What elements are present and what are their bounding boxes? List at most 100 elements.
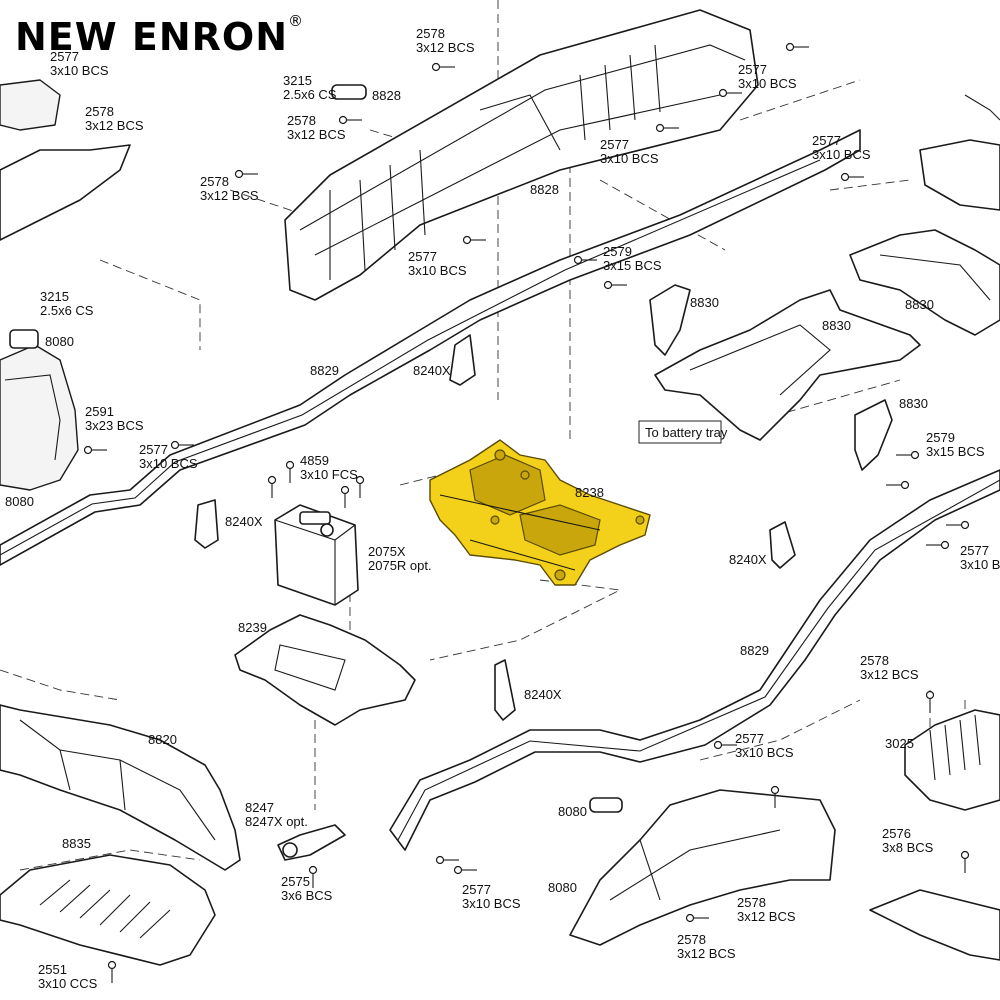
part-spec: 3x10 BCS [50, 63, 109, 78]
part-number: 2575 [281, 874, 310, 889]
part-spec: 3x10 BCS [408, 263, 467, 278]
part-number: 8830 [905, 297, 934, 312]
part-number: 2577 [738, 62, 767, 77]
part-spec: 3x10 BCS [139, 456, 198, 471]
battery-tray-callout: To battery tray [638, 420, 728, 444]
servo-mount-8239 [234, 614, 416, 726]
part-label: 8820 [148, 732, 177, 747]
part-number: 8829 [740, 643, 769, 658]
part-number: 2578 [860, 653, 889, 668]
part-spec: 2.5x6 CS [40, 303, 94, 318]
part-number: 8080 [45, 334, 74, 349]
assembly-guides [0, 0, 966, 871]
part-number: 2578 [737, 895, 766, 910]
registered-mark: ® [288, 12, 303, 30]
part-spec: 2075R opt. [368, 558, 432, 573]
part-spec: 3x6 BCS [281, 888, 333, 903]
skid-plate-right [869, 889, 1000, 961]
servo-2075X [274, 504, 359, 606]
part-label: 3025 [885, 736, 914, 751]
part-number: 2579 [926, 430, 955, 445]
shock-tower-right [919, 94, 1000, 211]
part-number: 8238 [575, 485, 604, 500]
part-label: 8830 [899, 396, 928, 411]
part-number: 2578 [677, 932, 706, 947]
part-spec: 3x10 CCS [38, 976, 98, 991]
part-spec: 3x15 BCS [603, 258, 662, 273]
part-spec: 3x10 FCS [300, 467, 358, 482]
esc-3025 [904, 709, 1000, 811]
part-number: 8247 [245, 800, 274, 815]
part-number: 2577 [139, 442, 168, 457]
link-8830-upper [849, 229, 1000, 336]
part-spec: 3x10 BCS [735, 745, 794, 760]
link-mount-left [0, 79, 131, 241]
part-label: 8080 [548, 880, 577, 895]
frame-rail-8829-lower [389, 469, 1000, 851]
part-number: 2578 [416, 26, 445, 41]
part-number: 8240X [413, 363, 451, 378]
part-number: 2577 [600, 137, 629, 152]
part-number: 2577 [50, 49, 79, 64]
shock-tower-left-8080 [0, 329, 79, 491]
part-label: 8240X [413, 363, 451, 378]
part-number: 8830 [899, 396, 928, 411]
part-number: 8835 [62, 836, 91, 851]
part-spec: 8247X opt. [245, 814, 308, 829]
servo-horn-8247 [277, 824, 346, 861]
part-number: 8828 [530, 182, 559, 197]
part-spec: 3x10 BCS [600, 151, 659, 166]
part-spec: 3x10 BCS [812, 147, 871, 162]
frame-rail-8829-upper [0, 129, 861, 566]
part-number: 8240X [729, 552, 767, 567]
part-spec: 3x10 BCS [960, 557, 1000, 572]
part-spec: 3x23 BCS [85, 418, 144, 433]
part-spec: 3x12 BCS [737, 909, 796, 924]
part-number: 8829 [310, 363, 339, 378]
part-number: 2577 [462, 882, 491, 897]
bracket-8830-small [649, 284, 893, 471]
part-label: 8829 [740, 643, 769, 658]
part-number: 2075X [368, 544, 406, 559]
part-number: 2576 [882, 826, 911, 841]
part-number: 2577 [408, 249, 437, 264]
bumper-right-8080 [569, 789, 836, 946]
brand-name: NEW ENRON [15, 15, 288, 59]
part-number: 2591 [85, 404, 114, 419]
brand-logo: NEW ENRON ® [15, 12, 303, 59]
part-number: 8830 [690, 295, 719, 310]
part-number: 2579 [603, 244, 632, 259]
part-label: 8239 [238, 620, 267, 635]
part-label: 8080 [5, 494, 34, 509]
part-label: 8240X [524, 687, 562, 702]
part-label: 8240X [729, 552, 767, 567]
top-body-cover-8828 [284, 9, 759, 301]
part-number: 3215 [283, 73, 312, 88]
part-label: 8080 [45, 334, 74, 349]
wire-clips-8240X [194, 334, 796, 721]
part-number: 8828 [372, 88, 401, 103]
part-number: 3025 [885, 736, 914, 751]
part-spec: 3x10 BCS [462, 896, 521, 911]
part-spec: 3x12 BCS [860, 667, 919, 682]
part-number: 2577 [960, 543, 989, 558]
skid-plate-8835 [0, 854, 216, 966]
